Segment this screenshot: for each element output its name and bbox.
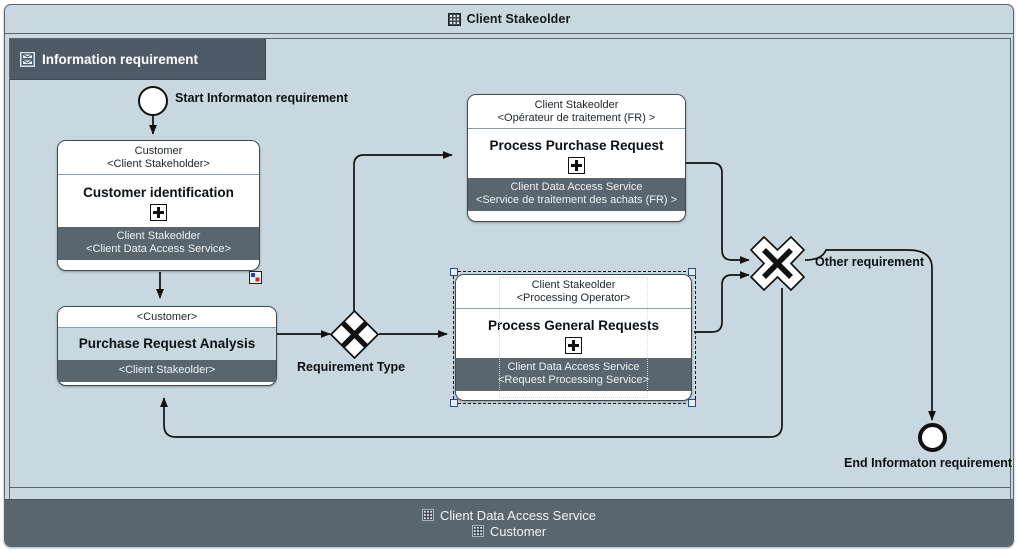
- task-header: Client Stakeolder <Opérateur de traiteme…: [468, 95, 685, 129]
- task-footer: Client Data Access Service <Service de t…: [468, 177, 685, 212]
- task-footer-line2: <Request Processing Service>: [497, 374, 650, 387]
- resize-handle-bottom-left[interactable]: [450, 399, 458, 407]
- pool-footer: Client Data Access Service Customer: [5, 499, 1013, 546]
- end-event[interactable]: [918, 423, 947, 452]
- task-footer-line1: <Client Stakeolder>: [118, 363, 216, 376]
- task-header-line1: <Customer>: [136, 311, 198, 323]
- task-customer-identification[interactable]: Customer <Client Stakeholder> Customer i…: [57, 140, 260, 271]
- task-footer-line2: <Service de traitement des achats (FR) >: [475, 194, 678, 207]
- subprocess-plus-icon[interactable]: [565, 336, 582, 354]
- resize-handle-bottom-right[interactable]: [688, 399, 696, 407]
- task-body: Process General Requests: [456, 308, 691, 358]
- task-title: Customer identification: [83, 184, 234, 200]
- task-header: Client Stakeolder <Processing Operator>: [456, 275, 691, 309]
- task-header-line2: <Client Stakeholder>: [107, 157, 210, 170]
- task-process-purchase-request[interactable]: Client Stakeolder <Opérateur de traiteme…: [467, 94, 686, 222]
- gateway-requirement-type[interactable]: [330, 310, 379, 359]
- task-header: Customer <Client Stakeholder>: [58, 141, 259, 175]
- grid-icon: [471, 525, 484, 537]
- pool-header[interactable]: Client Stakeolder: [5, 5, 1013, 34]
- grid-icon: [421, 509, 434, 521]
- gateway-requirement-type-label: Requirement Type: [297, 360, 406, 374]
- task-footer-line2: <Client Data Access Service>: [86, 243, 231, 256]
- lane-title-label: Information requirement: [42, 51, 199, 67]
- footer-label: Client Data Access Service: [439, 507, 597, 523]
- task-header-line2: <Processing Operator>: [516, 291, 631, 304]
- task-footer-line1: Client Data Access Service: [507, 360, 640, 373]
- task-title: Purchase Request Analysis: [78, 335, 256, 351]
- task-footer: <Client Stakeolder>: [58, 359, 276, 383]
- subprocess-plus-icon[interactable]: [568, 156, 585, 174]
- start-event-label: Start Informaton requirement: [175, 91, 348, 105]
- subprocess-plus-icon[interactable]: [150, 203, 167, 221]
- end-event-label: End Informaton requirement: [844, 456, 1013, 470]
- start-event[interactable]: [138, 86, 168, 116]
- task-header-line1: Customer: [134, 145, 183, 157]
- resize-handle-top-left[interactable]: [450, 268, 458, 276]
- footer-item-customer[interactable]: Customer: [471, 523, 547, 539]
- task-header-line1: Client Stakeolder: [531, 279, 616, 291]
- footer-item-client-data-access-service[interactable]: Client Data Access Service: [421, 507, 597, 523]
- task-footer: Client Stakeolder <Client Data Access Se…: [58, 226, 259, 261]
- task-body: Customer identification: [58, 174, 259, 227]
- task-footer-line1: Client Stakeolder: [116, 229, 201, 242]
- pool-title: Client Stakeolder: [466, 12, 571, 26]
- task-header: <Customer>: [58, 307, 276, 328]
- lane-icon: [20, 51, 35, 67]
- task-footer-line1: Client Data Access Service: [510, 180, 643, 193]
- attached-marker-icon[interactable]: [249, 271, 262, 284]
- task-footer: Client Data Access Service <Request Proc…: [456, 277, 691, 398]
- task-title: Process Purchase Request: [489, 137, 664, 153]
- task-purchase-request-analysis[interactable]: <Customer> Purchase Request Analysis <Cl…: [57, 306, 277, 386]
- task-title: Process General Requests: [487, 317, 660, 333]
- gateway-other-requirement-label: Other requirement: [815, 255, 925, 269]
- footer-label: Customer: [489, 523, 547, 539]
- task-body: Process Purchase Request: [468, 128, 685, 178]
- grid-icon: [447, 12, 461, 26]
- resize-handle-top-right[interactable]: [688, 268, 696, 276]
- task-body: Purchase Request Analysis: [58, 327, 276, 360]
- task-header-line1: Client Stakeolder: [534, 99, 619, 111]
- lane-header[interactable]: Information requirement: [10, 39, 266, 80]
- task-process-general-requests[interactable]: Client Stakeolder <Processing Operator> …: [455, 274, 692, 401]
- gateway-other-requirement[interactable]: [750, 236, 805, 291]
- task-header-line2: <Opérateur de traitement (FR) >: [497, 111, 656, 124]
